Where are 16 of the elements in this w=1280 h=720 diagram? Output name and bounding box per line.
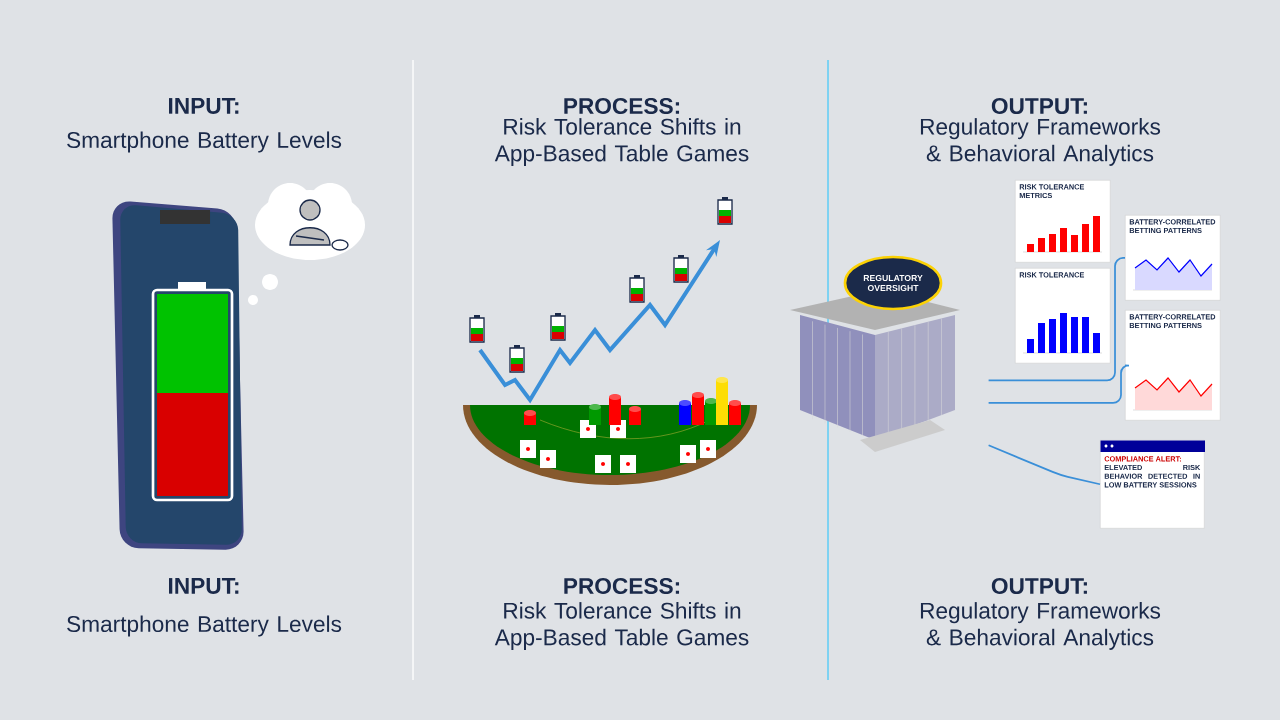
section-subtitle: Regulatory Frameworks & Behavioral Analytics — [920, 602, 1161, 650]
section-heading: INPUT: — [169, 98, 239, 114]
section-heading: PROCESS: — [564, 97, 680, 115]
section-heading: OUTPUT: — [991, 577, 1087, 595]
connector-line — [987, 364, 1130, 404]
section-subtitle: Risk Tolerance Shifts in App-Based Table Games — [494, 602, 749, 650]
connector-line — [987, 444, 1101, 486]
section-subtitle: Risk Tolerance Shifts in App-Based Table Games — [494, 118, 749, 166]
section-heading: OUTPUT: — [991, 97, 1087, 115]
section-subtitle: Regulatory Frameworks & Behavioral Analytics — [920, 118, 1161, 166]
section-heading: PROCESS: — [564, 577, 680, 595]
section-subtitle: Smartphone Battery Levels — [67, 615, 342, 637]
section-heading: INPUT: — [169, 578, 239, 594]
section-subtitle: Smartphone Battery Levels — [67, 131, 342, 153]
building-drawing — [790, 255, 960, 452]
badge-text: REGULATORY OVERSIGHT — [863, 274, 923, 292]
